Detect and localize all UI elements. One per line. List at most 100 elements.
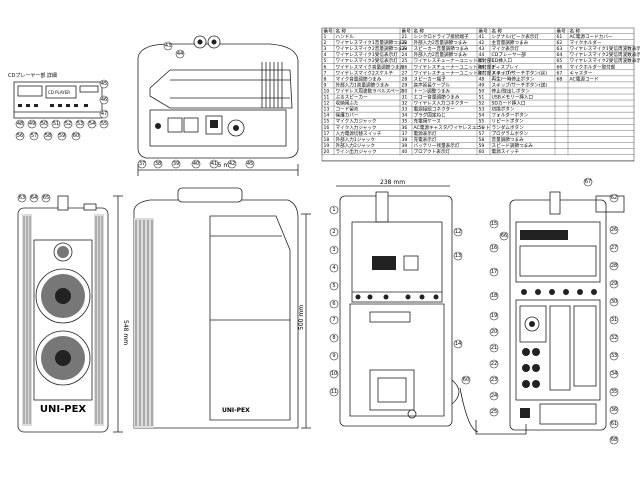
callout-62: 62 [610,194,618,202]
table-cell-number: 56 [479,125,485,131]
table-cell-number: 15 [324,119,330,125]
table-cell-number: 33 [402,107,408,113]
side-brand-logo: UNI-PEX [222,407,250,414]
callout-22: 22 [490,360,498,368]
table-cell-name: ワイヤレスマイク1受信周波数表示(赤) [570,45,640,52]
table-cell-name: ぶるスピーカー [336,95,369,101]
callout-63: 63 [18,194,26,202]
callout-34: 34 [610,370,618,378]
callout-29: 29 [610,280,618,288]
callout-5: 5 [330,282,338,290]
svg-text:13: 13 [455,253,461,259]
svg-text:54: 54 [89,121,95,127]
callout-15: 15 [490,220,498,228]
callout-13: 13 [454,252,462,260]
svg-text:9: 9 [332,353,335,359]
table-cell-number: 20 [324,149,330,155]
svg-text:35: 35 [611,389,617,395]
table-cell-name: 電源接続コネクター [414,106,456,113]
rear-view-open: 238 mm [336,179,459,426]
rear-panel-view [460,192,624,434]
table-cell-name: マイク音量調節つまみ [336,75,382,82]
table-cell-name: リピートボタン [492,118,525,125]
table-cell-number: 66 [557,64,563,70]
callout-54: 54 [88,120,96,128]
table-cell-name: スキップ/サーチボタン(送) [492,81,548,88]
table-cell-name: プラグ固定ねじ [414,112,447,119]
callout-58: 58 [44,132,52,140]
svg-text:26: 26 [611,227,617,233]
table-cell-number: 26 [402,64,408,70]
table-cell-number: 14 [324,113,330,119]
svg-text:51: 51 [53,121,59,127]
table-cell-number: 57 [479,131,485,137]
table-cell-number: 67 [557,70,563,76]
svg-text:43: 43 [165,43,171,49]
table-cell-name: 充電用ケース [414,118,442,125]
table-cell-name: SDカード挿入口 [492,100,526,107]
depth-dimension: 500 mm [298,305,305,330]
svg-text:33: 33 [611,353,617,359]
svg-text:15: 15 [491,221,497,227]
svg-text:24: 24 [491,393,497,399]
svg-text:57: 57 [31,133,37,139]
table-cell-number: 9 [324,82,327,88]
callout-10: 10 [330,370,338,378]
table-cell-number: 52 [479,101,485,107]
svg-text:55: 55 [101,121,107,127]
callout-68: 68 [610,436,618,444]
table-cell-number: 41 [479,34,485,40]
svg-text:14: 14 [455,341,461,347]
callout-1: 1 [330,206,338,214]
svg-text:42: 42 [229,161,235,167]
callout-21: 21 [490,344,498,352]
table-cell-name: ワイヤレスマイク2スケルチ [336,69,394,76]
table-cell-name: マイクホルダー [570,39,602,46]
svg-text:17: 17 [491,269,497,275]
table-cell-number: 68 [557,76,563,82]
svg-text:36: 36 [611,407,617,413]
svg-text:12: 12 [455,229,461,235]
table-cell-number: 46 [479,64,485,70]
callout-2: 2 [330,228,338,236]
svg-text:41: 41 [211,161,217,167]
table-cell-number: 2 [324,40,327,46]
table-cell-name: CDプレーヤー部 [492,51,527,58]
svg-text:63: 63 [19,195,25,201]
table-cell-name: 再生/一時停止ボタン [492,75,535,82]
svg-text:25: 25 [491,409,497,415]
svg-text:53: 53 [77,121,83,127]
table-cell-name: ハンドル [336,35,355,40]
table-cell-name: スピーカー音量調節つまみ [414,45,470,52]
callout-23: 23 [490,376,498,384]
svg-text:20: 20 [491,329,497,335]
table-cell-number: 61 [557,34,563,40]
table-cell-name: ワイヤレスマイク2受信表示灯 [336,57,399,64]
table-cell-number: 6 [324,64,327,70]
callout-4: 4 [330,264,338,272]
table-cell-number: 54 [479,113,485,119]
table-cell-name: コード留め [336,106,359,113]
callout-3: 3 [330,246,338,254]
svg-text:32: 32 [611,335,617,341]
svg-text:48: 48 [17,121,23,127]
table-cell-name: ワイヤレスマイク2受信周波数表示(青) [570,57,640,64]
svg-text:39: 39 [173,161,179,167]
table-cell-number: 58 [479,137,485,143]
callout-67: 67 [584,178,592,186]
table-cell-name: キャスター [570,69,593,76]
svg-text:60: 60 [73,133,79,139]
table-cell-name: 外部入力1音量調節つまみ [336,81,390,88]
callout-65: 65 [42,194,50,202]
table-cell-name: 収納用ふた [336,100,359,107]
table-cell-number: 18 [324,137,330,143]
table-cell-name: トーン調整つまみ [414,87,451,94]
table-cell-number: 30 [402,88,408,94]
callout-35: 35 [610,388,618,396]
callout-66: 66 [500,232,508,240]
table-cell-name: プログラムボタン [492,130,529,137]
callout-60: 60 [462,376,470,384]
svg-text:23: 23 [491,377,497,383]
svg-text:30: 30 [611,299,617,305]
table-cell-number: 32 [402,101,408,107]
